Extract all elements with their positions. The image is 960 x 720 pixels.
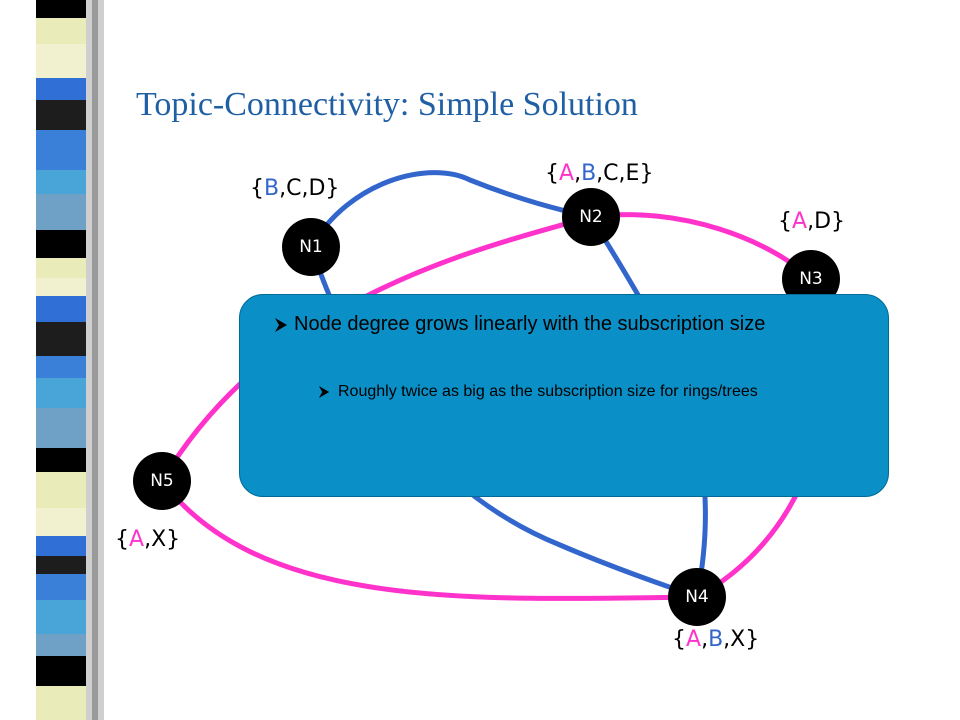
node-circle: [282, 218, 340, 276]
brace-open: {: [115, 527, 129, 552]
separator: ,: [701, 627, 709, 652]
node-label: N1: [299, 237, 323, 257]
edge-n2-n5: [159, 214, 594, 484]
brace-close: }: [166, 527, 181, 552]
callout-bullet-1: Node degree grows linearly with the subs…: [274, 311, 774, 337]
separator: ,: [279, 176, 287, 201]
topic-a: A: [686, 627, 702, 652]
node-label: N3: [799, 269, 823, 289]
brace-close: }: [325, 176, 340, 201]
topic-a: A: [129, 527, 145, 552]
separator: ,: [723, 627, 731, 652]
topic-e: E: [625, 161, 640, 186]
edge-n5-n4: [159, 478, 700, 601]
brace-open: {: [250, 176, 264, 201]
brace-open: {: [545, 161, 559, 186]
topic-d: D: [814, 209, 832, 234]
topic-a: A: [792, 209, 808, 234]
brace-close: }: [745, 627, 760, 652]
separator: ,: [301, 176, 309, 201]
callout-bullet-2-text: Roughly twice as big as the subscription…: [338, 383, 758, 400]
topic-c: C: [286, 176, 302, 201]
edge-n1-n2: [308, 170, 594, 250]
topic-d: D: [308, 176, 326, 201]
topic-c: C: [603, 161, 619, 186]
node-circle: [782, 250, 840, 308]
node-label: N2: [579, 207, 603, 227]
node-label: N5: [150, 471, 174, 491]
callout-box: Node degree grows linearly with the subs…: [239, 294, 889, 497]
topic-x: X: [730, 627, 746, 652]
node-circle: [668, 568, 726, 626]
separator: ,: [574, 161, 582, 186]
separator: ,: [144, 527, 152, 552]
brace-close: }: [831, 209, 846, 234]
subscription-set-n5: {A,X}: [115, 527, 180, 552]
brace-close: }: [639, 161, 654, 186]
subscription-set-n3: {A,D}: [778, 209, 845, 234]
topic-a: A: [559, 161, 575, 186]
topic-b: B: [264, 176, 280, 201]
subscription-set-n4: {A,B,X}: [672, 627, 759, 652]
separator: ,: [618, 161, 626, 186]
node-n1: N1: [282, 218, 340, 276]
node-n5: N5: [133, 452, 191, 510]
arrow-bullet-icon: [318, 386, 330, 398]
callout-bullet-1-text: Node degree grows linearly with the subs…: [294, 313, 766, 335]
brace-open: {: [778, 209, 792, 234]
topic-b: B: [581, 161, 597, 186]
slide-title: Topic-Connectivity: Simple Solution: [136, 86, 638, 123]
node-n3: N3: [782, 250, 840, 308]
callout-bullet-2: Roughly twice as big as the subscription…: [318, 379, 858, 404]
separator: ,: [807, 209, 815, 234]
node-circle: [562, 188, 620, 246]
subscription-set-n2: {A,B,C,E}: [545, 161, 653, 186]
topic-b: B: [708, 627, 724, 652]
brace-open: {: [672, 627, 686, 652]
separator: ,: [596, 161, 604, 186]
node-label: N4: [685, 587, 709, 607]
arrow-bullet-icon: [275, 318, 287, 332]
node-n2: N2: [562, 188, 620, 246]
node-circle: [133, 452, 191, 510]
subscription-set-n1: {B,C,D}: [250, 176, 339, 201]
node-n4: N4: [668, 568, 726, 626]
topic-x: X: [151, 527, 167, 552]
decorative-stripe-bar: [36, 0, 104, 720]
